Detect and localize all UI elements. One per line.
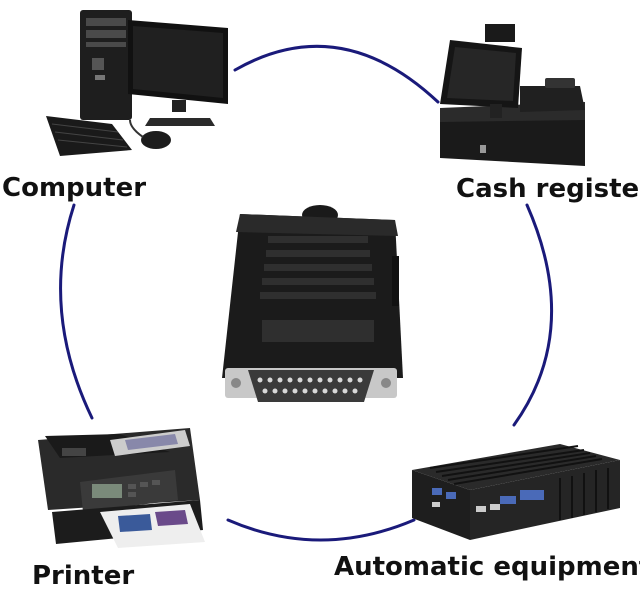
- label-printer: Printer: [32, 561, 135, 591]
- cash-register-icon: [440, 24, 585, 166]
- ring-arc-left: [59, 203, 94, 420]
- ring-arc-bottom: [226, 518, 416, 542]
- label-cash-register: Cash register: [456, 174, 640, 204]
- ring-arc-top: [233, 44, 440, 104]
- desktop-computer-icon: [46, 10, 228, 156]
- industrial-pc-icon: [412, 444, 620, 540]
- label-computer: Computer: [2, 173, 147, 203]
- label-automatic-equipment: Automatic equipment: [334, 552, 640, 582]
- connection-ring: [59, 44, 554, 542]
- printer-icon: [38, 428, 205, 548]
- ring-arc-right: [512, 203, 554, 427]
- db25-connector-icon: [222, 205, 403, 402]
